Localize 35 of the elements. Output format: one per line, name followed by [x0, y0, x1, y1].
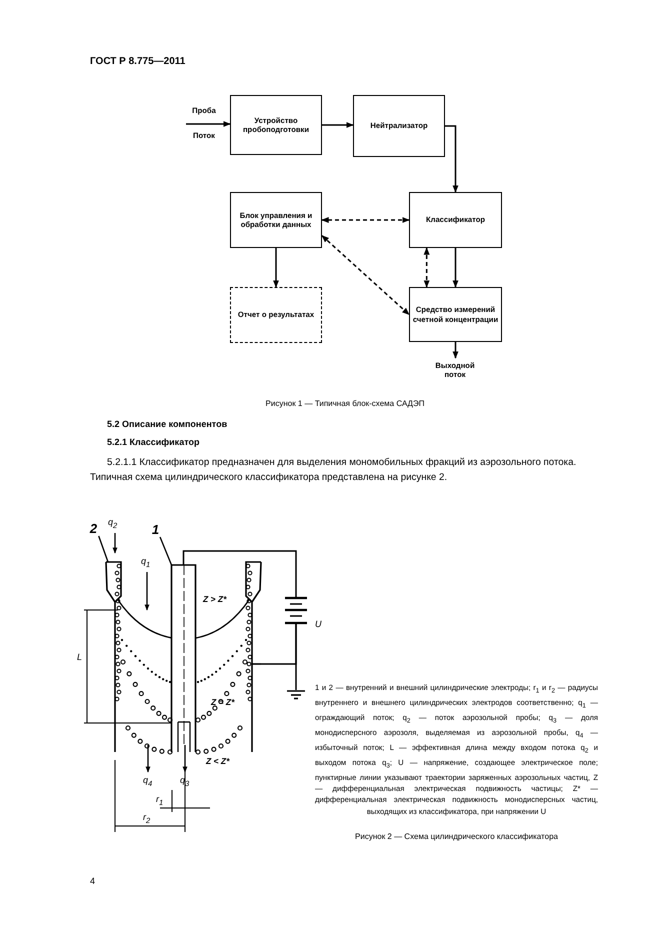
dashed-arrow: [321, 217, 410, 223]
page-number: 4: [90, 876, 96, 886]
variable-label: r$_{2}$: [143, 812, 150, 825]
variable-label: q$_{4}$: [143, 775, 152, 788]
battery-symbol: [285, 596, 307, 624]
dashed-arrow: [321, 235, 410, 316]
figure-caption: Рисунок 2 — Схема цилиндрического классификатора: [354, 832, 559, 841]
arrow: [186, 121, 231, 128]
ground-symbol: [287, 690, 305, 700]
variable-label: U: [315, 619, 322, 629]
section-heading: 5.2 Описание компонентов: [107, 419, 228, 429]
arrow: [445, 125, 458, 193]
wire: [261, 623, 297, 665]
variable-label: Z < Z*: [206, 756, 230, 766]
paragraph: 5.2.1.1 Классификатор предназначен для выделения мономобильных фракций из аэрозольного потока. Типичная схема цилиндрического классификатора представлена на рисунке 2.: [90, 456, 578, 485]
variable-label: Z > Z*: [203, 594, 226, 604]
page-header: ГОСТ Р 8.775—2011: [90, 56, 186, 67]
wire: [182, 550, 297, 597]
variable-label: r$_{1}$: [156, 794, 164, 807]
figure-caption: Рисунок 1 — Типичная блок-схема САДЭП: [264, 399, 426, 408]
variable-label: q$_{2}$: [108, 517, 118, 530]
variable-label: L: [77, 652, 82, 662]
leader-line: [159, 536, 172, 566]
arrow: [452, 248, 458, 288]
section-heading: 5.2.1 Классификатор: [107, 437, 200, 447]
arrow: [273, 248, 279, 288]
dashed-arrow: [424, 247, 430, 288]
leader-line: [98, 536, 109, 562]
variable-label: q$_{1}$: [141, 556, 150, 569]
variable-label: q$_{3}$: [180, 775, 190, 788]
inner-electrode: [170, 564, 196, 752]
callout-number: 2: [87, 520, 100, 536]
arrow: [322, 122, 354, 128]
arrow: [452, 342, 458, 359]
callout-number: 1: [149, 521, 162, 537]
